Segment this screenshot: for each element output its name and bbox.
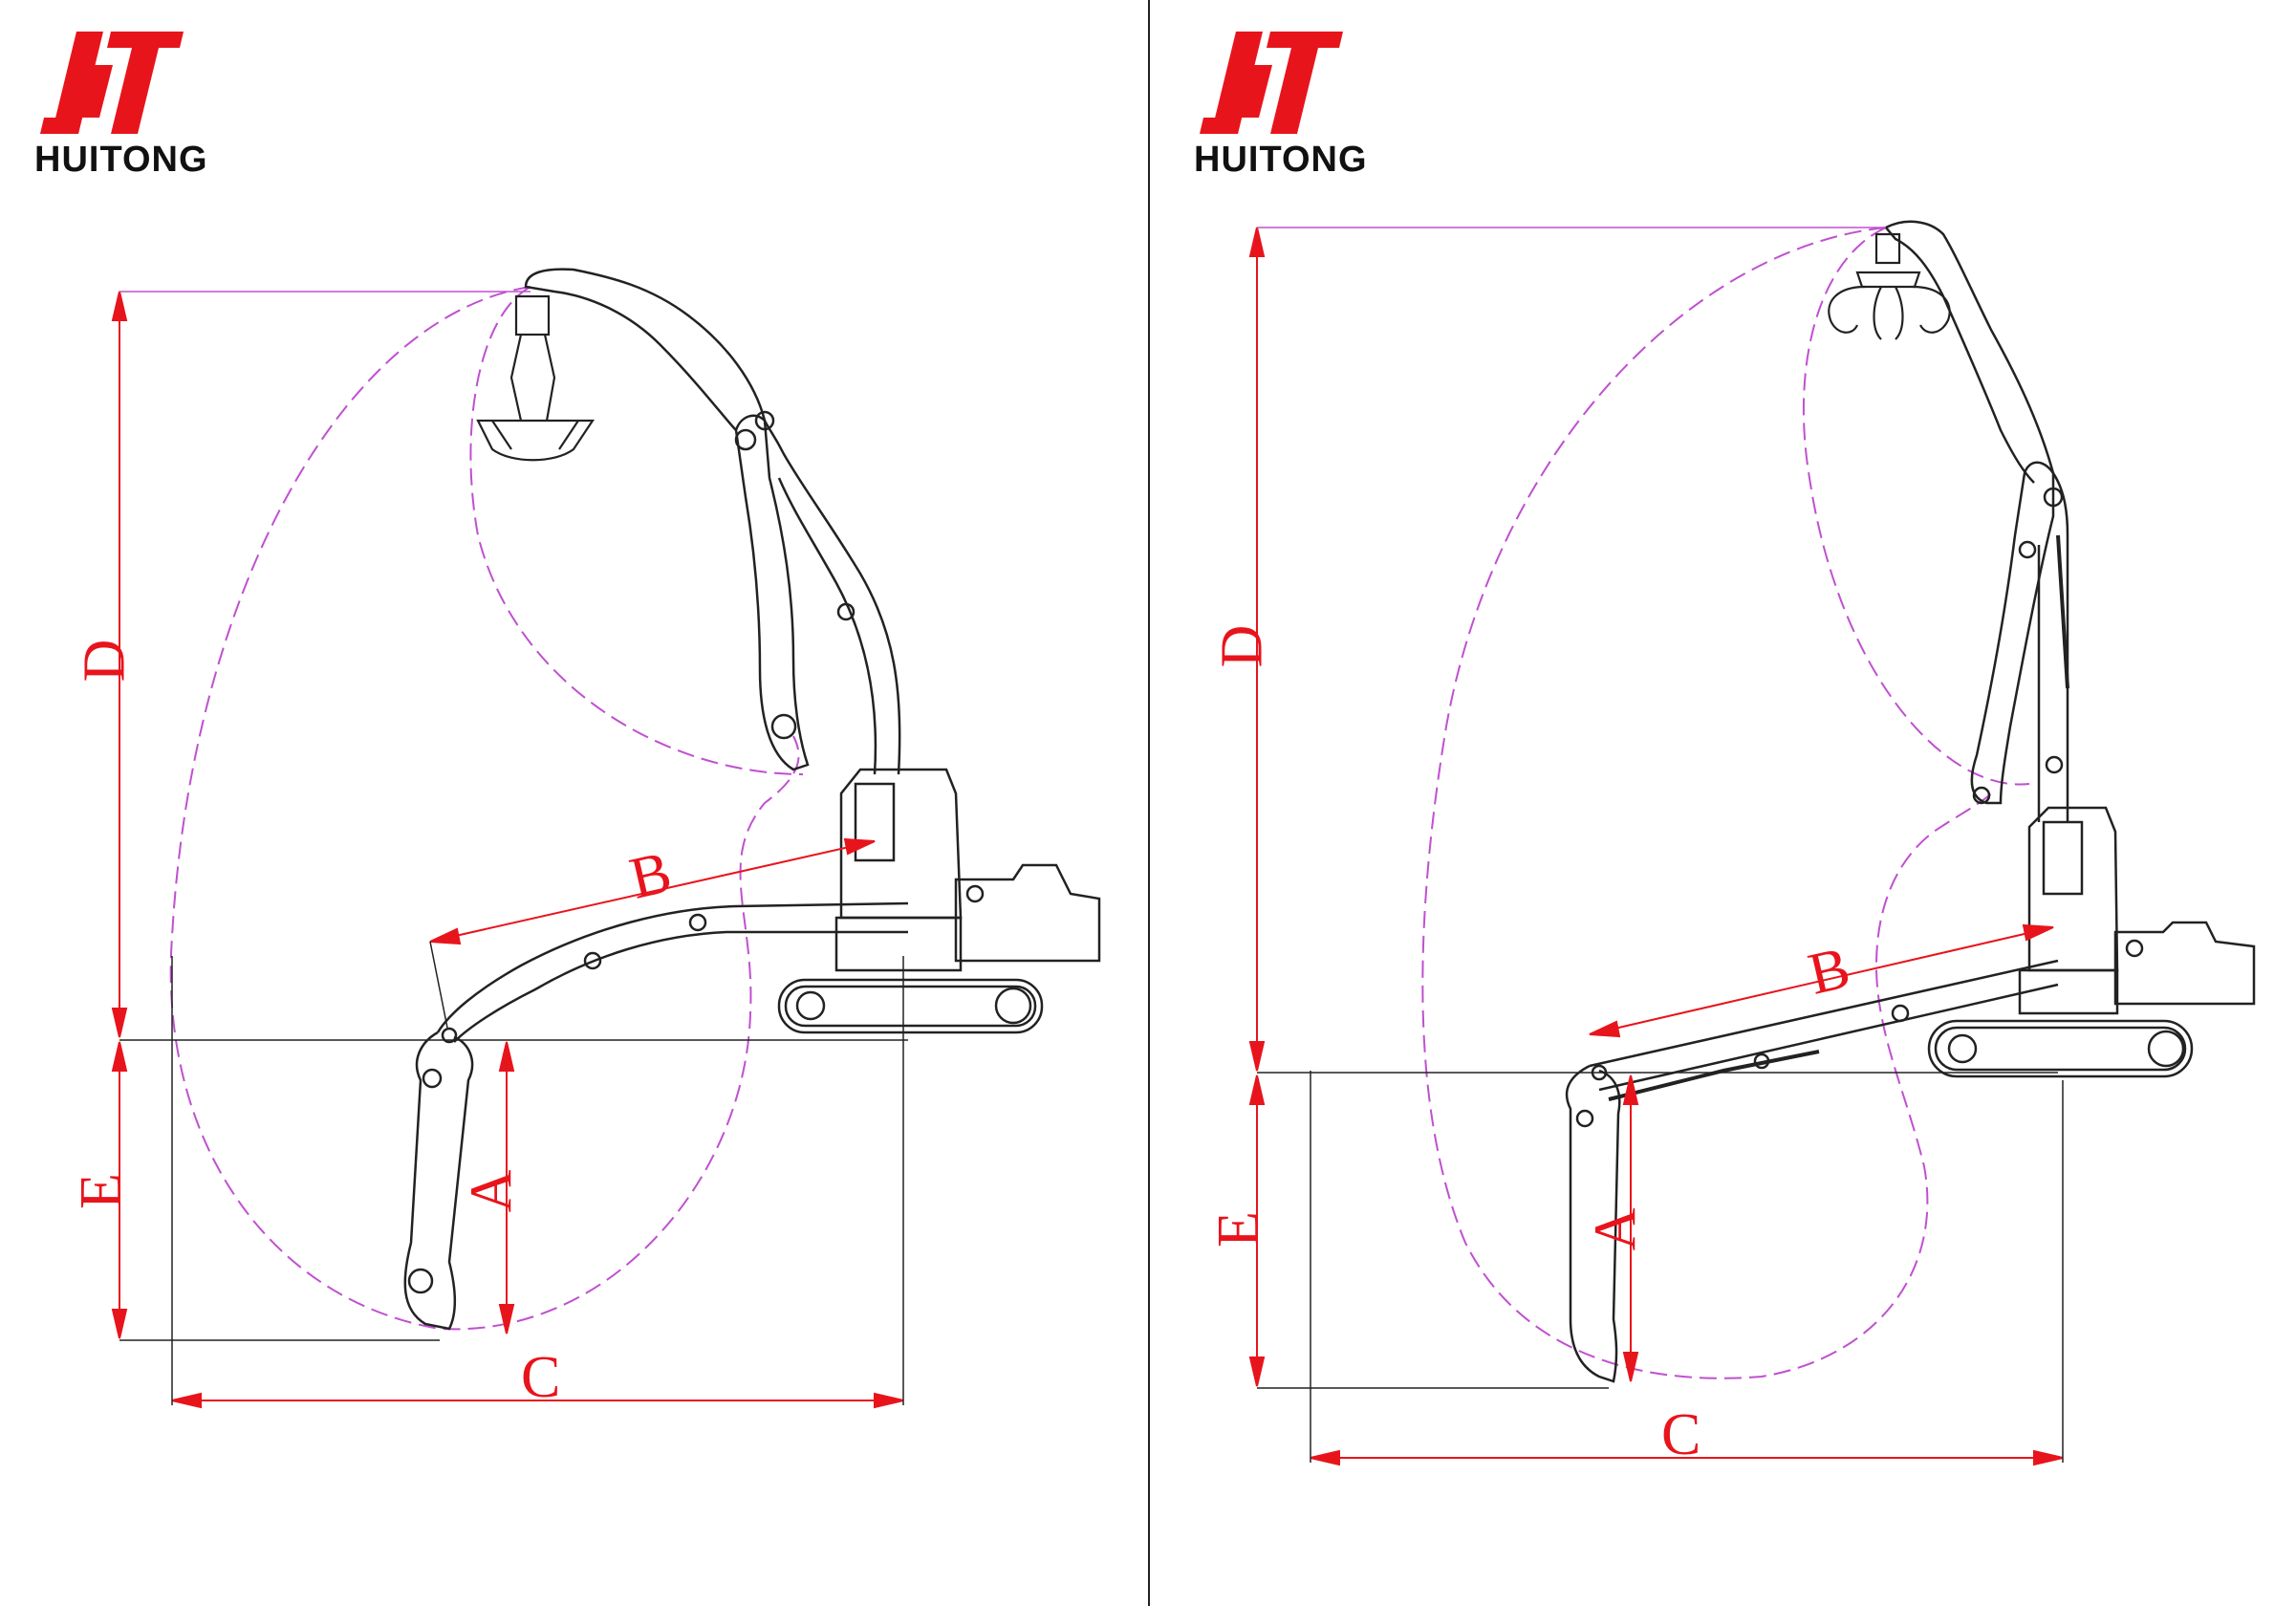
left-diagram-panel: HUITONG bbox=[0, 0, 1147, 1606]
excavator-body bbox=[2018, 806, 2256, 1015]
left-excavator-drawing bbox=[111, 268, 1101, 1409]
dimension-label-c: C bbox=[1661, 1402, 1701, 1467]
clamshell-grab bbox=[476, 294, 596, 462]
dimension-lines bbox=[111, 291, 908, 1409]
dimension-label-a: A bbox=[459, 1169, 525, 1213]
right-diagram-panel: HUITONG bbox=[1150, 0, 2296, 1606]
huitong-logo: HUITONG bbox=[1194, 27, 1368, 180]
excavator-body bbox=[834, 768, 1101, 972]
crawler-tracks bbox=[777, 978, 1044, 1034]
right-excavator-drawing bbox=[1248, 220, 2256, 1466]
huitong-logo: HUITONG bbox=[34, 27, 208, 180]
huitong-logo-mark-icon bbox=[1200, 32, 1343, 134]
dimension-label-d: D bbox=[72, 639, 138, 683]
raised-boom-arm bbox=[524, 268, 901, 775]
inner-reach-envelope bbox=[1802, 227, 2030, 786]
panel-divider bbox=[1148, 0, 1150, 1606]
dimension-lines bbox=[1248, 227, 2064, 1466]
dimension-label-a: A bbox=[1583, 1207, 1649, 1251]
brand-name: HUITONG bbox=[34, 140, 208, 180]
huitong-logo-mark-icon bbox=[40, 32, 184, 134]
brand-name: HUITONG bbox=[1194, 140, 1368, 180]
lowered-boom-arm bbox=[403, 901, 909, 1331]
dimension-label-c: C bbox=[521, 1345, 561, 1410]
inner-reach-envelope bbox=[469, 286, 804, 775]
orange-peel-grab bbox=[1828, 232, 1951, 340]
lowered-boom-arm bbox=[1565, 959, 2059, 1383]
outer-reach-envelope bbox=[1421, 227, 1992, 1379]
crawler-tracks bbox=[1927, 1019, 2194, 1078]
dimension-label-d: D bbox=[1209, 624, 1275, 668]
dimension-label-e: E bbox=[1205, 1211, 1271, 1248]
dimension-label-e: E bbox=[68, 1173, 134, 1209]
raised-boom-arm bbox=[1884, 220, 2069, 822]
